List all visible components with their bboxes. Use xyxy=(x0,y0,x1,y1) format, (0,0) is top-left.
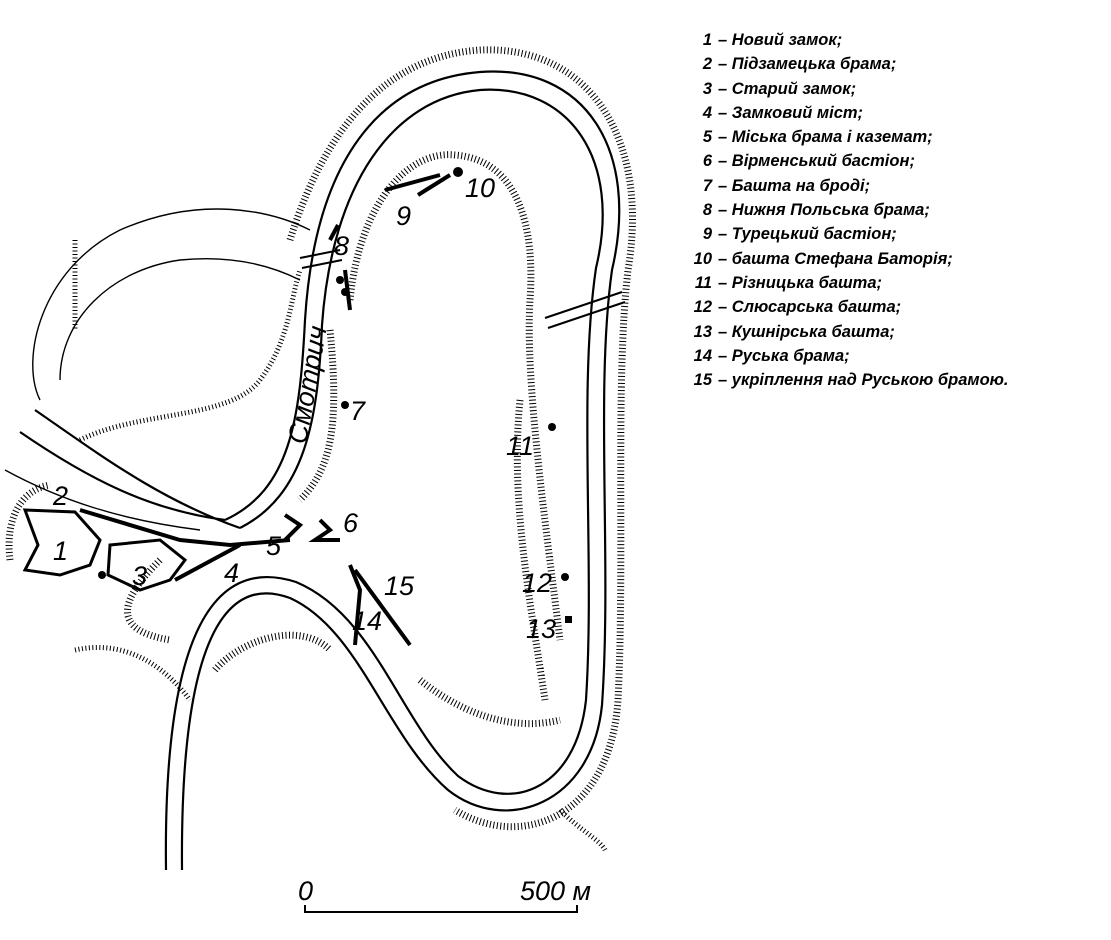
legend-separator: – xyxy=(718,298,728,317)
legend-item: 8– Нижня Польська брама; xyxy=(676,198,1009,222)
tower-markers xyxy=(98,167,572,623)
legend-item: 14– Руська брама; xyxy=(676,344,1009,368)
legend-separator: – xyxy=(718,103,728,122)
marker-10: 10 xyxy=(465,173,495,203)
legend-item: 13– Кушнірська башта; xyxy=(676,320,1009,344)
legend-item: 5– Міська брама і каземат; xyxy=(676,125,1009,149)
legend-number: 6 xyxy=(702,152,712,171)
legend-number: 9 xyxy=(702,225,712,244)
river-label: Смотрич xyxy=(282,323,332,446)
legend-number: 7 xyxy=(702,176,712,195)
legend-text: Руська брама; xyxy=(731,346,850,365)
legend-text: башта Стефана Баторія; xyxy=(731,249,953,268)
legend-item: 2– Підзамецька брама; xyxy=(676,52,1009,76)
legend-number: 3 xyxy=(702,79,712,98)
legend-item: 12– Слюсарська башта; xyxy=(676,295,1009,319)
hill-hatching xyxy=(5,46,636,852)
legend-text: Міська брама і каземат; xyxy=(731,128,933,147)
legend-text: укріплення над Руською брамою. xyxy=(731,371,1009,390)
legend-text: Слюсарська башта; xyxy=(731,298,902,317)
legend-text: Старий замок; xyxy=(731,79,857,98)
legend-number: 12 xyxy=(693,298,712,317)
legend-text: Новий замок; xyxy=(731,31,843,49)
legend-item: 15– укріплення над Руською брамою. xyxy=(676,368,1009,392)
marker-9: 9 xyxy=(396,201,411,231)
legend-item: 3– Старий замок; xyxy=(676,77,1009,101)
legend-number: 1 xyxy=(702,31,712,49)
marker-1: 1 xyxy=(53,536,68,566)
legend-separator: – xyxy=(718,55,728,74)
legend-number: 15 xyxy=(693,371,712,390)
marker-2: 2 xyxy=(52,481,68,511)
marker-6: 6 xyxy=(343,508,359,538)
legend-text: Турецький бастіон; xyxy=(731,225,897,244)
marker-7: 7 xyxy=(350,396,366,426)
bridges xyxy=(299,249,626,329)
legend-separator: – xyxy=(718,31,728,49)
legend-separator: – xyxy=(718,152,728,171)
legend-separator: – xyxy=(718,128,728,147)
legend-number: 4 xyxy=(702,103,712,122)
legend-item: 10– башта Стефана Баторія; xyxy=(676,247,1009,271)
legend-separator: – xyxy=(718,225,728,244)
legend-number: 11 xyxy=(694,273,712,292)
legend-number: 10 xyxy=(693,249,712,268)
legend-text: Вірменський бастіон; xyxy=(731,152,915,171)
marker-8: 8 xyxy=(334,231,349,261)
marker-3: 3 xyxy=(132,561,147,591)
legend-text: Кушнірська башта; xyxy=(731,322,895,341)
scale-bar: 0 500 м xyxy=(298,876,591,913)
marker-11: 11 xyxy=(506,431,534,461)
river-smotrych xyxy=(4,70,621,871)
legend-number: 2 xyxy=(702,55,712,74)
legend-separator: – xyxy=(718,79,728,98)
legend-separator: – xyxy=(718,371,728,390)
legend-item: 7– Башта на броді; xyxy=(676,174,1009,198)
legend-separator: – xyxy=(718,322,728,341)
legend-item: 6– Вірменський бастіон; xyxy=(676,149,1009,173)
legend-item: 1– Новий замок; xyxy=(676,28,1009,52)
legend-separator: – xyxy=(718,201,728,220)
legend-number: 5 xyxy=(702,128,712,147)
legend-text: Різницька башта; xyxy=(731,273,883,292)
marker-13: 13 xyxy=(526,614,556,644)
marker-12: 12 xyxy=(522,568,552,598)
legend-text: Нижня Польська брама; xyxy=(731,201,930,220)
legend-number: 13 xyxy=(693,322,712,341)
marker-15: 15 xyxy=(384,571,415,601)
legend-item: 4– Замковий міст; xyxy=(676,101,1009,125)
legend-separator: – xyxy=(718,273,728,292)
legend-text: Замковий міст; xyxy=(731,103,864,122)
legend-separator: – xyxy=(718,176,728,195)
legend-number: 8 xyxy=(702,201,712,220)
fortifications xyxy=(22,173,452,647)
legend-separator: – xyxy=(718,249,728,268)
scale-end: 500 м xyxy=(520,876,591,906)
marker-14: 14 xyxy=(352,606,382,636)
legend-number: 14 xyxy=(693,346,712,365)
legend-text: Башта на броді; xyxy=(731,176,871,195)
scale-start: 0 xyxy=(298,876,313,906)
legend-item: 9– Турецький бастіон; xyxy=(676,222,1009,246)
legend-separator: – xyxy=(718,346,728,365)
marker-4: 4 xyxy=(224,558,239,588)
legend-item: 11– Різницька башта; xyxy=(676,271,1009,295)
marker-5: 5 xyxy=(266,531,282,561)
legend: 1– Новий замок;2– Підзамецька брама;3– С… xyxy=(676,28,1009,392)
legend-text: Підзамецька брама; xyxy=(731,55,897,74)
